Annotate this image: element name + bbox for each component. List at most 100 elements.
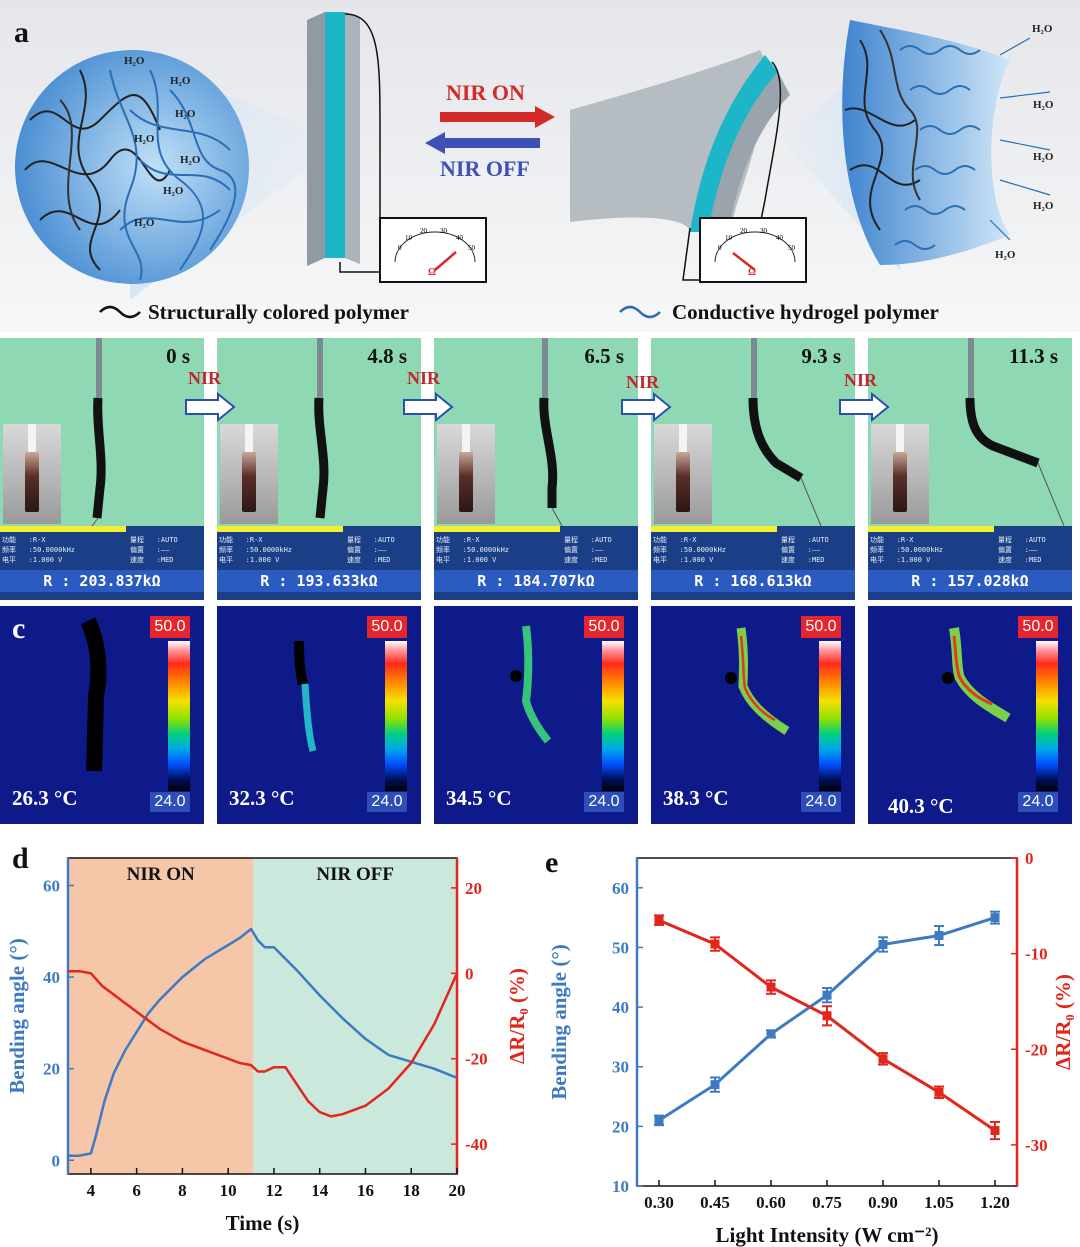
- point-resistance-change: [990, 1126, 1000, 1136]
- y-left-tick-label: 20: [612, 1117, 629, 1136]
- y-right-axis-label: ΔR/R₀ (%): [505, 968, 529, 1064]
- x-tick-label: 0.75: [812, 1193, 842, 1212]
- network-sector-right: [842, 20, 1010, 265]
- resistance-readout: R : 184.707kΩ: [434, 570, 638, 592]
- lcr-meter-display: 功能 :R-X 频率 :50.0000kHz 电平 :1.000 V 量程 :A…: [217, 526, 421, 600]
- temperature-colorbar: [602, 641, 624, 791]
- wire-right: [759, 61, 782, 226]
- y-left-tick-label: 40: [43, 968, 60, 987]
- thermal-frame-5: 50.0 24.0 40.3 °C: [868, 606, 1072, 824]
- x-tick-label: 20: [449, 1181, 466, 1200]
- y-right-axis-label: ΔR/R₀ (%): [1051, 974, 1075, 1070]
- ohmmeter-right: 0 10 20 30 40 50 Ω: [699, 217, 807, 283]
- temperature-readout: 40.3 °C: [888, 794, 954, 818]
- x-tick-label: 4: [87, 1181, 96, 1200]
- point-bending-angle: [878, 939, 888, 949]
- h2o-labels-right: H₂O H₂O H₂O H₂O H₂O: [995, 23, 1054, 261]
- svg-text:30: 30: [760, 227, 768, 235]
- svg-text:H₂O: H₂O: [180, 154, 201, 166]
- point-resistance-change: [878, 1054, 888, 1064]
- bilayer-strip-bent: [570, 50, 790, 232]
- x-axis-label: Time (s): [226, 1211, 300, 1235]
- wire-right-bottom: [682, 227, 700, 281]
- point-bending-angle: [710, 1080, 720, 1090]
- temperature-colorbar: [168, 641, 190, 791]
- svg-text:H₂O: H₂O: [134, 217, 155, 229]
- region-label: NIR ON: [127, 864, 195, 885]
- x-tick-label: 0.90: [868, 1193, 898, 1212]
- y-left-tick-label: 40: [612, 998, 629, 1017]
- y-left-tick-label: 60: [612, 879, 629, 898]
- svg-text:NIR OFF: NIR OFF: [440, 156, 530, 181]
- lcr-meter-display: 功能 :R-X 频率 :50.0000kHz 电平 :1.000 V 量程 :A…: [0, 526, 204, 600]
- thermal-sample: [725, 627, 790, 735]
- point-resistance-change: [710, 939, 720, 949]
- y-left-tick-label: 50: [612, 938, 629, 957]
- photo-frame-b-1: 0 s 功能 :R-X 频率 :50.0000kHz 电平 :1.000 V 量…: [0, 338, 204, 600]
- svg-text:NIR ON: NIR ON: [446, 80, 525, 105]
- panel-letter-e: e: [545, 846, 559, 879]
- scale-min: 24.0: [150, 792, 190, 812]
- temperature-readout: 32.3 °C: [229, 786, 295, 810]
- svg-text:H₂O: H₂O: [1033, 99, 1054, 111]
- y-left-axis-label: Bending angle (°): [547, 944, 571, 1099]
- temperature-colorbar: [1036, 641, 1058, 791]
- svg-text:H₂O: H₂O: [163, 185, 184, 197]
- point-bending-angle: [822, 990, 832, 1000]
- x-tick-label: 1.05: [924, 1193, 954, 1212]
- point-resistance-change: [766, 982, 776, 992]
- scale-max: 50.0: [584, 616, 624, 638]
- inset-photo: [437, 424, 495, 524]
- polymer-network-left: [24, 69, 237, 281]
- svg-text:10: 10: [725, 234, 733, 242]
- temperature-readout: 38.3 °C: [663, 786, 729, 810]
- x-tick-label: 14: [311, 1181, 329, 1200]
- scale-max: 50.0: [801, 616, 841, 638]
- region-label: NIR OFF: [316, 864, 394, 885]
- photo-frame-b-3: 6.5 s 功能 :R-X 频率 :50.0000kHz 电平 :1.000 V…: [434, 338, 638, 600]
- thermal-frame-3: 50.0 24.0 34.5 °C: [434, 606, 638, 824]
- svg-text:40: 40: [776, 234, 784, 242]
- svg-text:H₂O: H₂O: [170, 75, 191, 87]
- resistance-readout: R : 193.633kΩ: [217, 570, 421, 592]
- legend-blue-line: [619, 305, 661, 319]
- sample-strip: [91, 338, 106, 526]
- x-axis-label: Light Intensity (W cm⁻²): [716, 1223, 939, 1247]
- panel-letter-d: d: [12, 842, 29, 875]
- svg-text:H₂O: H₂O: [1033, 200, 1054, 212]
- x-tick-label: 12: [265, 1181, 282, 1200]
- thermal-sample: [80, 617, 107, 772]
- point-bending-angle: [654, 1115, 664, 1125]
- y-right-tick-label: -30: [1025, 1136, 1048, 1155]
- temperature-readout: 26.3 °C: [12, 786, 78, 810]
- svg-text:30: 30: [440, 227, 448, 235]
- thermal-sample: [942, 627, 1011, 723]
- time-label: 9.3 s: [801, 344, 841, 368]
- svg-text:H₂O: H₂O: [1033, 151, 1054, 163]
- bilayer-strip-flat: [307, 12, 360, 266]
- y-right-tick-label: 0: [1025, 849, 1034, 868]
- inset-photo: [3, 424, 61, 524]
- panel-a-illustration: H₂O H₂O H₂O H₂O H₂O H₂O H₂O 0 10 20 30 4…: [15, 12, 1054, 324]
- y-left-axis-label: Bending angle (°): [5, 938, 29, 1093]
- y-right-tick-label: -40: [465, 1135, 488, 1154]
- x-tick-label: 1.20: [980, 1193, 1010, 1212]
- scale-max: 50.0: [367, 616, 407, 638]
- x-tick-label: 8: [178, 1181, 187, 1200]
- scale-max: 50.0: [150, 616, 190, 638]
- h2o-labels-left: H₂O H₂O H₂O H₂O H₂O H₂O H₂O: [124, 55, 201, 229]
- point-resistance-change: [822, 1011, 832, 1021]
- temperature-colorbar: [385, 641, 407, 791]
- svg-text:10: 10: [405, 234, 413, 242]
- x-tick-label: 0.45: [700, 1193, 730, 1212]
- scale-max: 50.0: [1018, 616, 1058, 638]
- point-resistance-change: [654, 915, 664, 925]
- x-tick-label: 0.30: [644, 1193, 674, 1212]
- polymer-network-right: [844, 29, 981, 250]
- thermal-sample: [510, 625, 552, 744]
- h2o-arrows-right: [989, 37, 1051, 241]
- series-bending-angle: [68, 927, 458, 1157]
- resistance-readout: R : 168.613kΩ: [651, 570, 855, 592]
